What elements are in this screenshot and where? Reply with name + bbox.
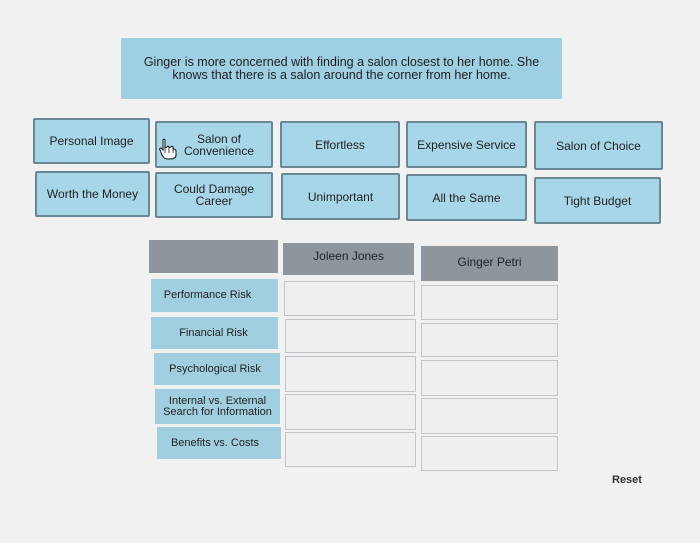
tile-unimportant[interactable]: Unimportant (281, 173, 400, 220)
tile-could-damage-career[interactable]: Could Damage Career (155, 172, 273, 218)
grid-row-label-text: Internal vs. External Search for Informa… (163, 394, 272, 418)
grid-column-header-ginger-petri: Ginger Petri (421, 246, 558, 281)
tile-label: Expensive Service (417, 137, 516, 152)
tile-personal-image[interactable]: Personal Image (33, 118, 150, 164)
tile-label: Personal Image (49, 134, 134, 148)
tile-effortless[interactable]: Effortless (280, 121, 400, 168)
drop-cell-ginger-search[interactable] (421, 398, 558, 434)
tile-worth-the-money[interactable]: Worth the Money (35, 171, 150, 217)
grid-row-label-psychological-risk: Psychological Risk (154, 353, 280, 385)
drop-cell-joleen-benefits[interactable] (285, 432, 416, 467)
grid-column-header-label: Joleen Jones (313, 249, 384, 263)
grid-row-label-internal-external-search: Internal vs. External Search for Informa… (155, 389, 280, 424)
grid-column-header-label: Ginger Petri (457, 254, 522, 269)
drop-cell-joleen-search[interactable] (285, 394, 416, 430)
drop-cell-ginger-benefits[interactable] (421, 436, 558, 471)
scenario-prompt: Ginger is more concerned with finding a … (121, 38, 562, 99)
tile-expensive-service[interactable]: Expensive Service (406, 121, 527, 168)
drop-cell-ginger-performance[interactable] (421, 285, 558, 320)
tile-all-the-same[interactable]: All the Same (406, 174, 527, 221)
grid-corner-header (149, 240, 278, 273)
tile-label: Effortless (315, 137, 365, 152)
grid-row-label-benefits-vs-costs: Benefits vs. Costs (157, 427, 281, 459)
tile-salon-of-convenience[interactable]: Salon of Convenience (155, 121, 273, 168)
tile-label: Worth the Money (46, 187, 139, 201)
tile-tight-budget[interactable]: Tight Budget (534, 177, 661, 224)
drop-cell-ginger-psychological[interactable] (421, 360, 558, 396)
drop-cell-joleen-psychological[interactable] (285, 356, 416, 392)
grid-row-label-text: Financial Risk (179, 326, 248, 339)
tile-label: All the Same (432, 190, 501, 205)
grid-column-header-joleen-jones: Joleen Jones (283, 243, 414, 275)
scenario-prompt-text: Ginger is more concerned with finding a … (143, 54, 540, 82)
grid-row-label-financial-risk: Financial Risk (151, 317, 278, 349)
tile-label: Salon of Choice (556, 138, 641, 153)
grid-row-label-text: Performance Risk (163, 289, 252, 301)
tile-label: Salon of Convenience (183, 131, 255, 158)
tile-salon-of-choice[interactable]: Salon of Choice (534, 121, 663, 170)
grid-row-label-performance-risk: Performance Risk (151, 279, 278, 312)
grid-row-label-text: Psychological Risk (169, 362, 261, 375)
tile-label: Unimportant (307, 189, 374, 204)
tile-label: Could Damage Career (173, 182, 255, 208)
drop-cell-ginger-financial[interactable] (421, 323, 558, 357)
drop-cell-joleen-performance[interactable] (284, 281, 415, 316)
hand-cursor-icon (159, 138, 177, 160)
reset-button[interactable]: Reset (612, 474, 642, 486)
drop-cell-joleen-financial[interactable] (285, 319, 416, 353)
tile-label: Tight Budget (563, 193, 632, 208)
grid-row-label-text: Benefits vs. Costs (170, 436, 260, 449)
